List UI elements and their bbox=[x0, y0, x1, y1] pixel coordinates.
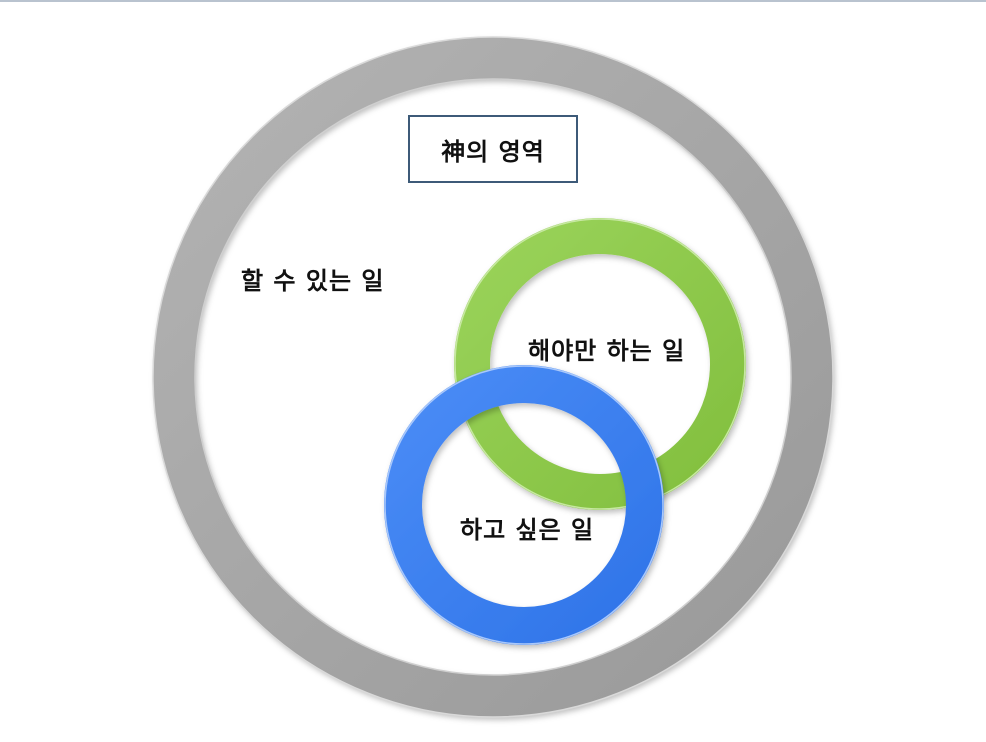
outer-ring-inner-edge bbox=[194, 78, 792, 676]
outer-ring-highlight bbox=[152, 36, 834, 718]
blue-circle-label: 하고 싶은 일 bbox=[460, 516, 595, 544]
green-circle-label: 해야만 하는 일 bbox=[528, 337, 686, 365]
outer-circle-label: 할 수 있는 일 bbox=[241, 267, 385, 295]
outer-ring bbox=[153, 37, 833, 717]
green-ring bbox=[454, 218, 746, 510]
blue-ring bbox=[384, 365, 664, 645]
title-box: 神의 영역 bbox=[408, 115, 578, 183]
blue-ring-highlight bbox=[384, 365, 664, 645]
title-label: 神의 영역 bbox=[441, 137, 545, 166]
green-ring-highlight bbox=[454, 218, 746, 510]
top-divider bbox=[0, 0, 986, 2]
